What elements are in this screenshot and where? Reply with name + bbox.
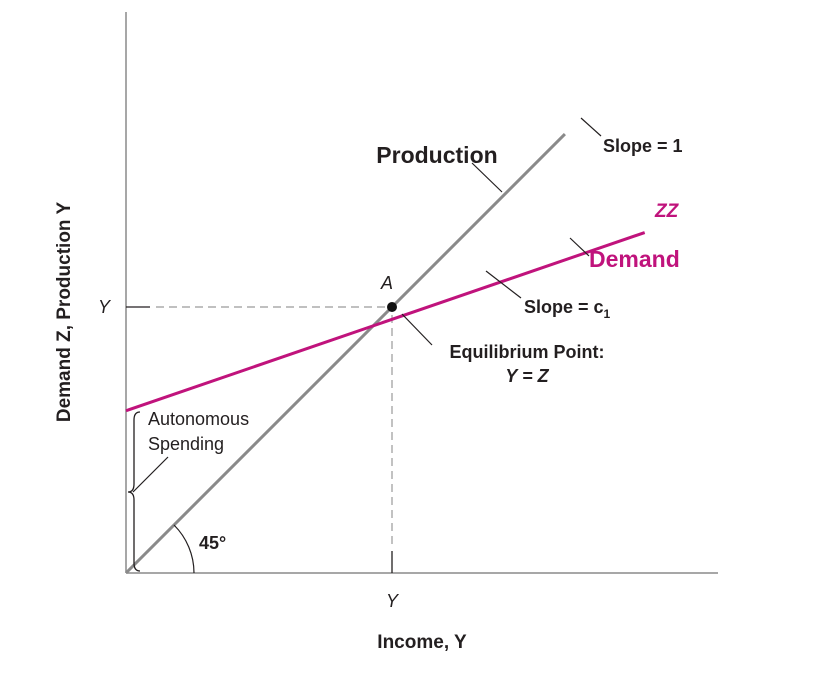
slope-c1-leader — [485, 270, 522, 299]
demand-leader — [569, 237, 590, 257]
production-line — [124, 133, 566, 575]
autonomous-label-line2: Spending — [148, 434, 224, 454]
slope-c1-label: Slope = c1 — [524, 297, 611, 321]
point-label: A — [380, 273, 393, 293]
y-axis-label: Demand Z, Production Y — [54, 202, 75, 423]
slope-1-leader — [580, 117, 602, 137]
x-axis-label: Income, Y — [377, 632, 467, 653]
autonomous-brace — [127, 411, 141, 572]
angle-arc — [173, 524, 195, 574]
autonomous-label-line1: Autonomous — [148, 409, 249, 429]
demand-label: Demand — [589, 246, 680, 272]
zz-label: ZZ — [654, 201, 680, 222]
slope-c1-prefix: Slope = c — [524, 297, 604, 317]
angle-label: 45° — [199, 533, 226, 553]
x-tick-label: Y — [386, 591, 400, 611]
equilibrium-label-line2: Y = Z — [505, 366, 549, 386]
equilibrium-leader — [401, 313, 433, 346]
autonomous-leader — [132, 456, 169, 493]
equilibrium-label-line1: Equilibrium Point: — [450, 342, 605, 362]
y-tick-label: Y — [98, 297, 112, 317]
slope-1-label: Slope = 1 — [603, 136, 683, 156]
production-label: Production — [376, 142, 497, 168]
demand-line — [125, 231, 646, 413]
equilibrium-point — [387, 302, 397, 312]
production-leader — [471, 162, 503, 193]
slope-c1-subscript: 1 — [604, 307, 611, 321]
